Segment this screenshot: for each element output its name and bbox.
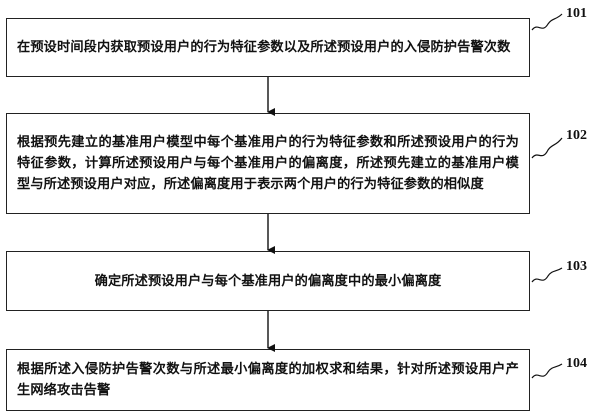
step-label-102: 102 [566,128,587,143]
step-label-104: 104 [566,356,587,371]
step-box-102: 根据预先建立的基准用户模型中每个基准用户的行为特征参数和所述预设用户的行为特征参… [6,113,530,214]
step-box-104: 根据所述入侵防护告警次数与所述最小偏离度的加权求和结果，针对所述预设用户产生网络… [6,349,530,411]
step-label-103: 103 [566,259,587,274]
step-text-104: 根据所述入侵防护告警次数与所述最小偏离度的加权求和结果，针对所述预设用户产生网络… [17,362,519,398]
leader-104 [531,363,563,379]
step-text-103: 确定所述预设用户与每个基准用户的偏离度中的最小偏离度 [94,273,442,289]
step-text-101: 在预设时间段内获取预设用户的行为特征参数以及所述预设用户的入侵防护告警次数 [17,40,511,55]
leader-101 [531,13,563,31]
leader-103 [531,267,563,283]
step-text-102: 根据预先建立的基准用户模型中每个基准用户的行为特征参数和所述预设用户的行为特征参… [17,135,519,192]
step-box-103: 确定所述预设用户与每个基准用户的偏离度中的最小偏离度 [6,251,530,311]
step-label-101: 101 [566,6,587,21]
step-box-101: 在预设时间段内获取预设用户的行为特征参数以及所述预设用户的入侵防护告警次数 [6,18,530,77]
leader-102 [531,137,563,159]
